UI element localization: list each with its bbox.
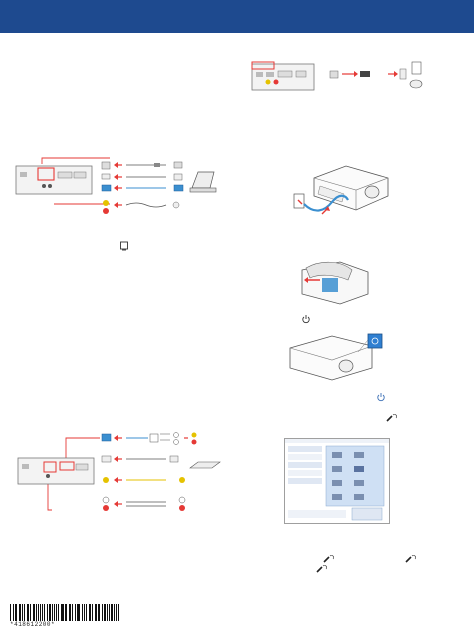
remote-control-icon (323, 551, 334, 563)
barcode: *418612200* (10, 604, 120, 630)
monitor-icon (119, 238, 129, 251)
projector-power-button-illustration (286, 330, 386, 382)
usb-device-connection-diagram (250, 58, 430, 100)
video-device-connection-diagram (14, 424, 224, 518)
power-icon (376, 389, 386, 402)
computer-connection-diagram (14, 152, 224, 218)
lens-cover-illustration (300, 260, 370, 306)
barcode-bars (10, 604, 120, 621)
remote-control-icon (405, 551, 416, 563)
home-screen-illustration (284, 438, 390, 524)
power-cable-illustration (284, 160, 394, 226)
remote-control-icon (386, 410, 397, 422)
power-icon (301, 311, 311, 324)
barcode-number: *418612200* (10, 621, 56, 628)
header-banner (0, 0, 474, 33)
remote-control-icon (316, 561, 327, 573)
